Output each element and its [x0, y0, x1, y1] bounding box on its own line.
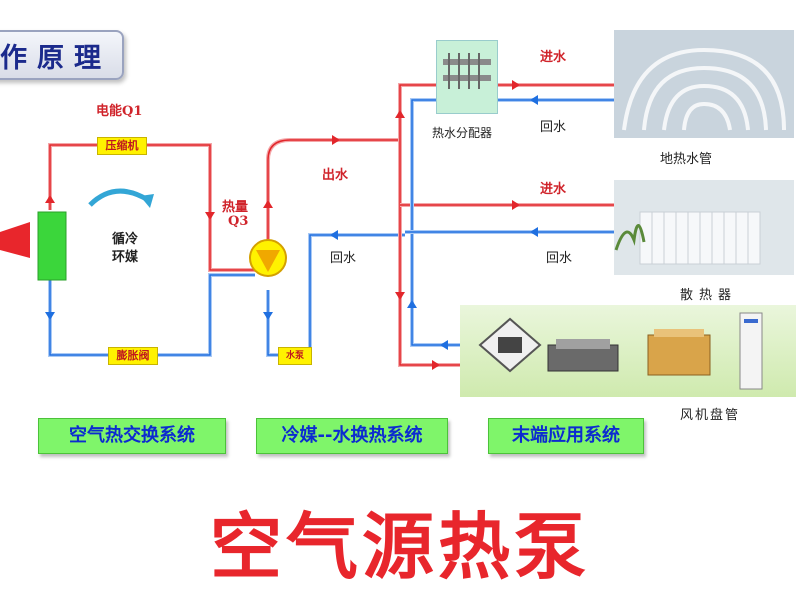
fan-coil-label: 风机盘管	[680, 408, 741, 423]
return-water-top-label: 回水	[540, 120, 567, 135]
terminal-system-box: 末端应用系统	[488, 418, 644, 454]
expansion-valve-label: 膨胀阀	[108, 347, 158, 365]
water-pump-label: 水泵	[278, 347, 312, 365]
fan-icon	[0, 222, 30, 258]
distributor-label: 热水分配器	[432, 126, 493, 140]
radiator-label: 散热器	[680, 288, 738, 303]
floor-heating-image	[614, 30, 794, 138]
circulation-arrow-icon	[88, 188, 150, 207]
distributor-image	[436, 40, 498, 114]
fan-coil-image	[460, 305, 796, 397]
compressor-label: 压缩机	[97, 137, 147, 155]
heat-q3-label-1: 热量	[222, 200, 249, 215]
floor-heating-label: 地热水管	[660, 152, 713, 167]
return-water-mid-label: 回水	[330, 251, 357, 266]
inlet-water-top-label: 进水	[540, 50, 567, 65]
power-label: 电能Q1	[96, 104, 143, 119]
arrows-cold	[45, 95, 538, 360]
left-loop	[48, 143, 260, 357]
outlet-water-label: 出水	[322, 168, 349, 183]
radiator-image	[614, 180, 794, 275]
return-water-rad-label: 回水	[546, 251, 573, 266]
return-lines	[405, 98, 615, 347]
main-title: 空气源热泵	[209, 505, 590, 589]
air-system-box: 空气热交换系统	[38, 418, 226, 454]
evaporator-block	[37, 211, 67, 281]
title-tab	[0, 30, 124, 80]
circulation-label-1: 循冷	[112, 232, 139, 247]
page-title: 作原理	[0, 43, 111, 74]
refrigerant-system-box: 冷媒--水换热系统	[256, 418, 448, 454]
heat-q3-label-2: Q3	[228, 214, 249, 229]
circulation-label-2: 环媒	[112, 250, 139, 265]
inlet-water-mid-label: 进水	[540, 182, 567, 197]
